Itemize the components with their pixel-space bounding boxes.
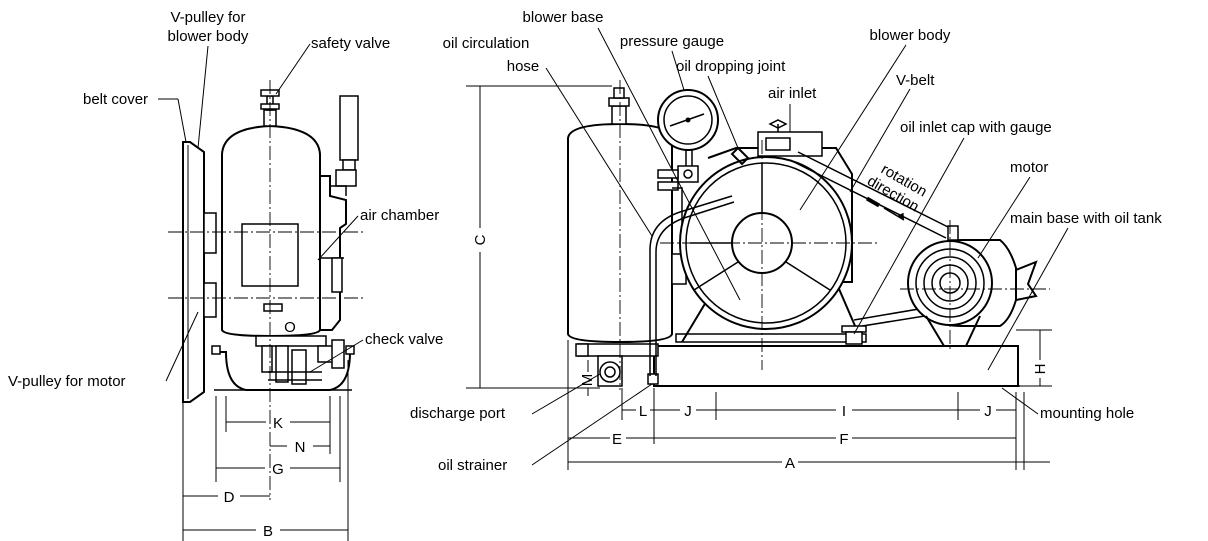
dim-G: G [272, 461, 284, 478]
air-chamber-tank [221, 124, 321, 338]
label-motor: motor [1010, 159, 1048, 176]
dim-D: D [224, 489, 235, 506]
front-view-dimensions: C M H L J I J E F [466, 85, 1052, 472]
label-mounting-hole: mounting hole [1040, 405, 1134, 422]
main-base-oil-tank [653, 345, 1019, 387]
dim-B: B [263, 523, 273, 540]
dim-J-right: J [984, 403, 992, 420]
belt-cover [182, 141, 205, 403]
side-view-dimensions: K N G D B O [182, 319, 349, 541]
dim-H: H [1032, 364, 1049, 375]
side-view-labels: V-pulley for blower body safety valve be… [8, 9, 443, 390]
side-view [168, 80, 365, 500]
dim-E: E [612, 431, 622, 448]
oil-cup-side [339, 95, 359, 161]
label-oil-inlet-cap: oil inlet cap with gauge [900, 119, 1052, 136]
oil-strainer [647, 373, 659, 385]
label-oil-circulation-line2: hose [507, 58, 540, 75]
label-oil-strainer: oil strainer [438, 457, 507, 474]
dim-A: A [785, 455, 795, 472]
front-view [567, 80, 1050, 390]
dim-I: I [842, 403, 846, 420]
check-valve-side [255, 335, 345, 385]
label-check-valve: check valve [365, 331, 443, 348]
label-safety-valve: safety valve [311, 35, 390, 52]
label-v-pulley-blower-line2: blower body [168, 28, 249, 45]
blower-body-side [320, 175, 347, 331]
label-v-belt: V-belt [896, 72, 935, 89]
oil-inlet-cap [841, 325, 867, 345]
label-blower-base: blower base [523, 9, 604, 26]
oil-circulation-hose [649, 195, 733, 376]
air-chamber-front [567, 122, 673, 344]
label-main-base: main base with oil tank [1010, 210, 1162, 227]
motor-pulley-hub [203, 282, 217, 318]
blower-body-front [679, 147, 853, 330]
label-discharge-port: discharge port [410, 405, 506, 422]
dim-K: K [273, 415, 283, 432]
label-oil-dropping-joint: oil dropping joint [676, 58, 786, 75]
dim-L: L [639, 403, 647, 420]
label-blower-body: blower body [870, 27, 951, 44]
dim-N: N [295, 439, 306, 456]
label-belt-cover: belt cover [83, 91, 148, 108]
dim-J-left: J [684, 403, 692, 420]
label-v-pulley-motor: V-pulley for motor [8, 373, 126, 390]
label-air-chamber: air chamber [360, 207, 439, 224]
front-view-labels: blower base oil circulation hose pressur… [410, 9, 1162, 474]
dim-C: C [472, 234, 489, 245]
air-inlet [757, 119, 823, 157]
blower-pulley-hub [203, 212, 217, 254]
label-v-pulley-blower-line1: V-pulley for [170, 9, 245, 26]
dim-M: M [579, 374, 596, 387]
rotation-direction-arrow [865, 196, 905, 221]
pressure-gauge [657, 89, 719, 191]
label-pressure-gauge: pressure gauge [620, 33, 724, 50]
safety-valve-front [608, 87, 630, 125]
label-oil-circulation-line1: oil circulation [443, 35, 530, 52]
dim-F: F [839, 431, 848, 448]
label-air-inlet: air inlet [768, 85, 817, 102]
dim-O: O [284, 319, 296, 336]
oil-dropping-joint [730, 146, 750, 166]
motor-front [907, 225, 1038, 347]
